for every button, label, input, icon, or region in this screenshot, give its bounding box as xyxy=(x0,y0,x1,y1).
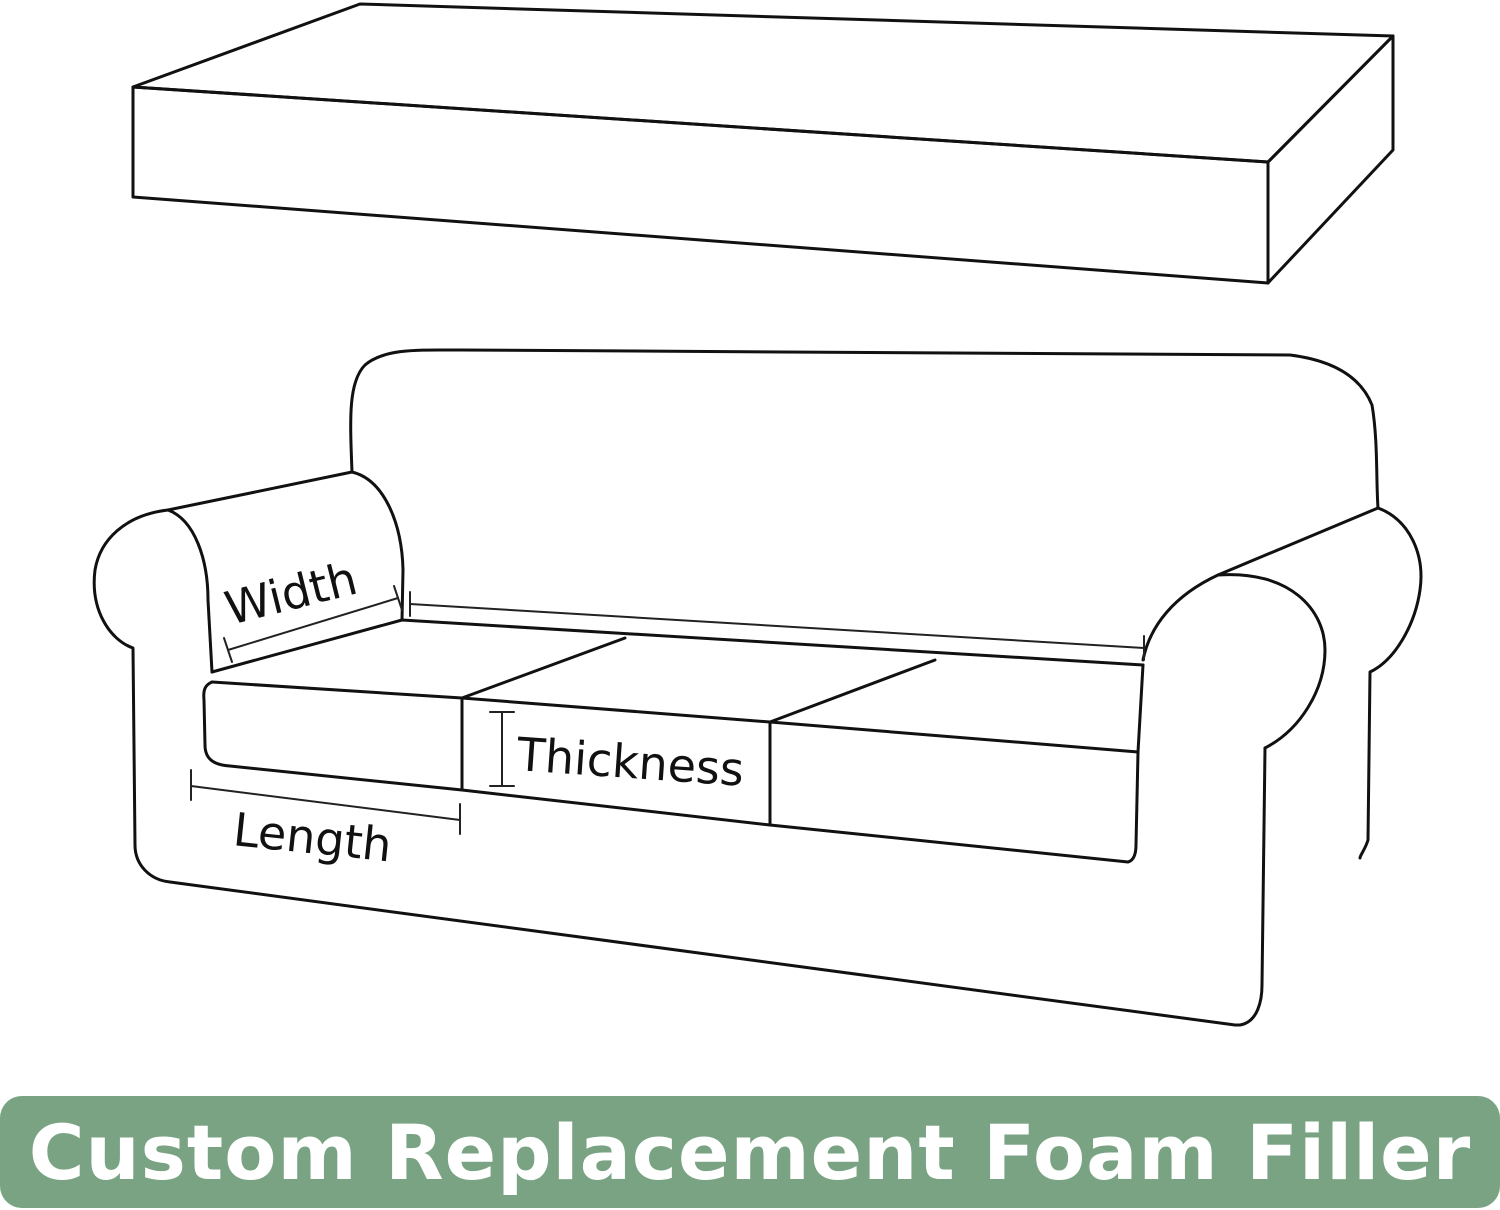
banner-title: Custom Replacement Foam Filler xyxy=(28,1107,1472,1197)
foam-block-front-face xyxy=(131,85,1270,285)
sofa-right-arm-inner xyxy=(1216,573,1327,750)
seat-cushion-front-top xyxy=(202,680,1140,864)
sofa-backrest xyxy=(349,348,1380,510)
title-banner: Custom Replacement Foam Filler xyxy=(0,1096,1500,1208)
cushion-divider-2 xyxy=(768,658,937,827)
foam-block-side-face xyxy=(1266,34,1395,285)
sofa-left-arm xyxy=(92,470,1267,1027)
sofa-left-arm-front xyxy=(166,508,214,674)
foam-block xyxy=(131,2,1395,285)
width-label: Width xyxy=(220,551,363,636)
seat-back-dimension xyxy=(409,591,1145,661)
sofa-seat-back-edge xyxy=(210,618,1145,674)
foam-block-top-face xyxy=(131,2,1395,164)
length-label: Length xyxy=(231,802,394,872)
cushion-divider-1 xyxy=(460,636,627,792)
sofa-right-arm xyxy=(1216,506,1423,860)
sofa-foam-diagram: Width Thickness Length xyxy=(92,2,1423,1027)
sofa-left-arm-inner xyxy=(350,470,405,622)
sofa xyxy=(92,348,1423,1027)
thickness-label: Thickness xyxy=(514,727,746,797)
thickness-dimension: Thickness xyxy=(489,711,746,797)
sofa-right-arm-front xyxy=(1141,573,1220,662)
